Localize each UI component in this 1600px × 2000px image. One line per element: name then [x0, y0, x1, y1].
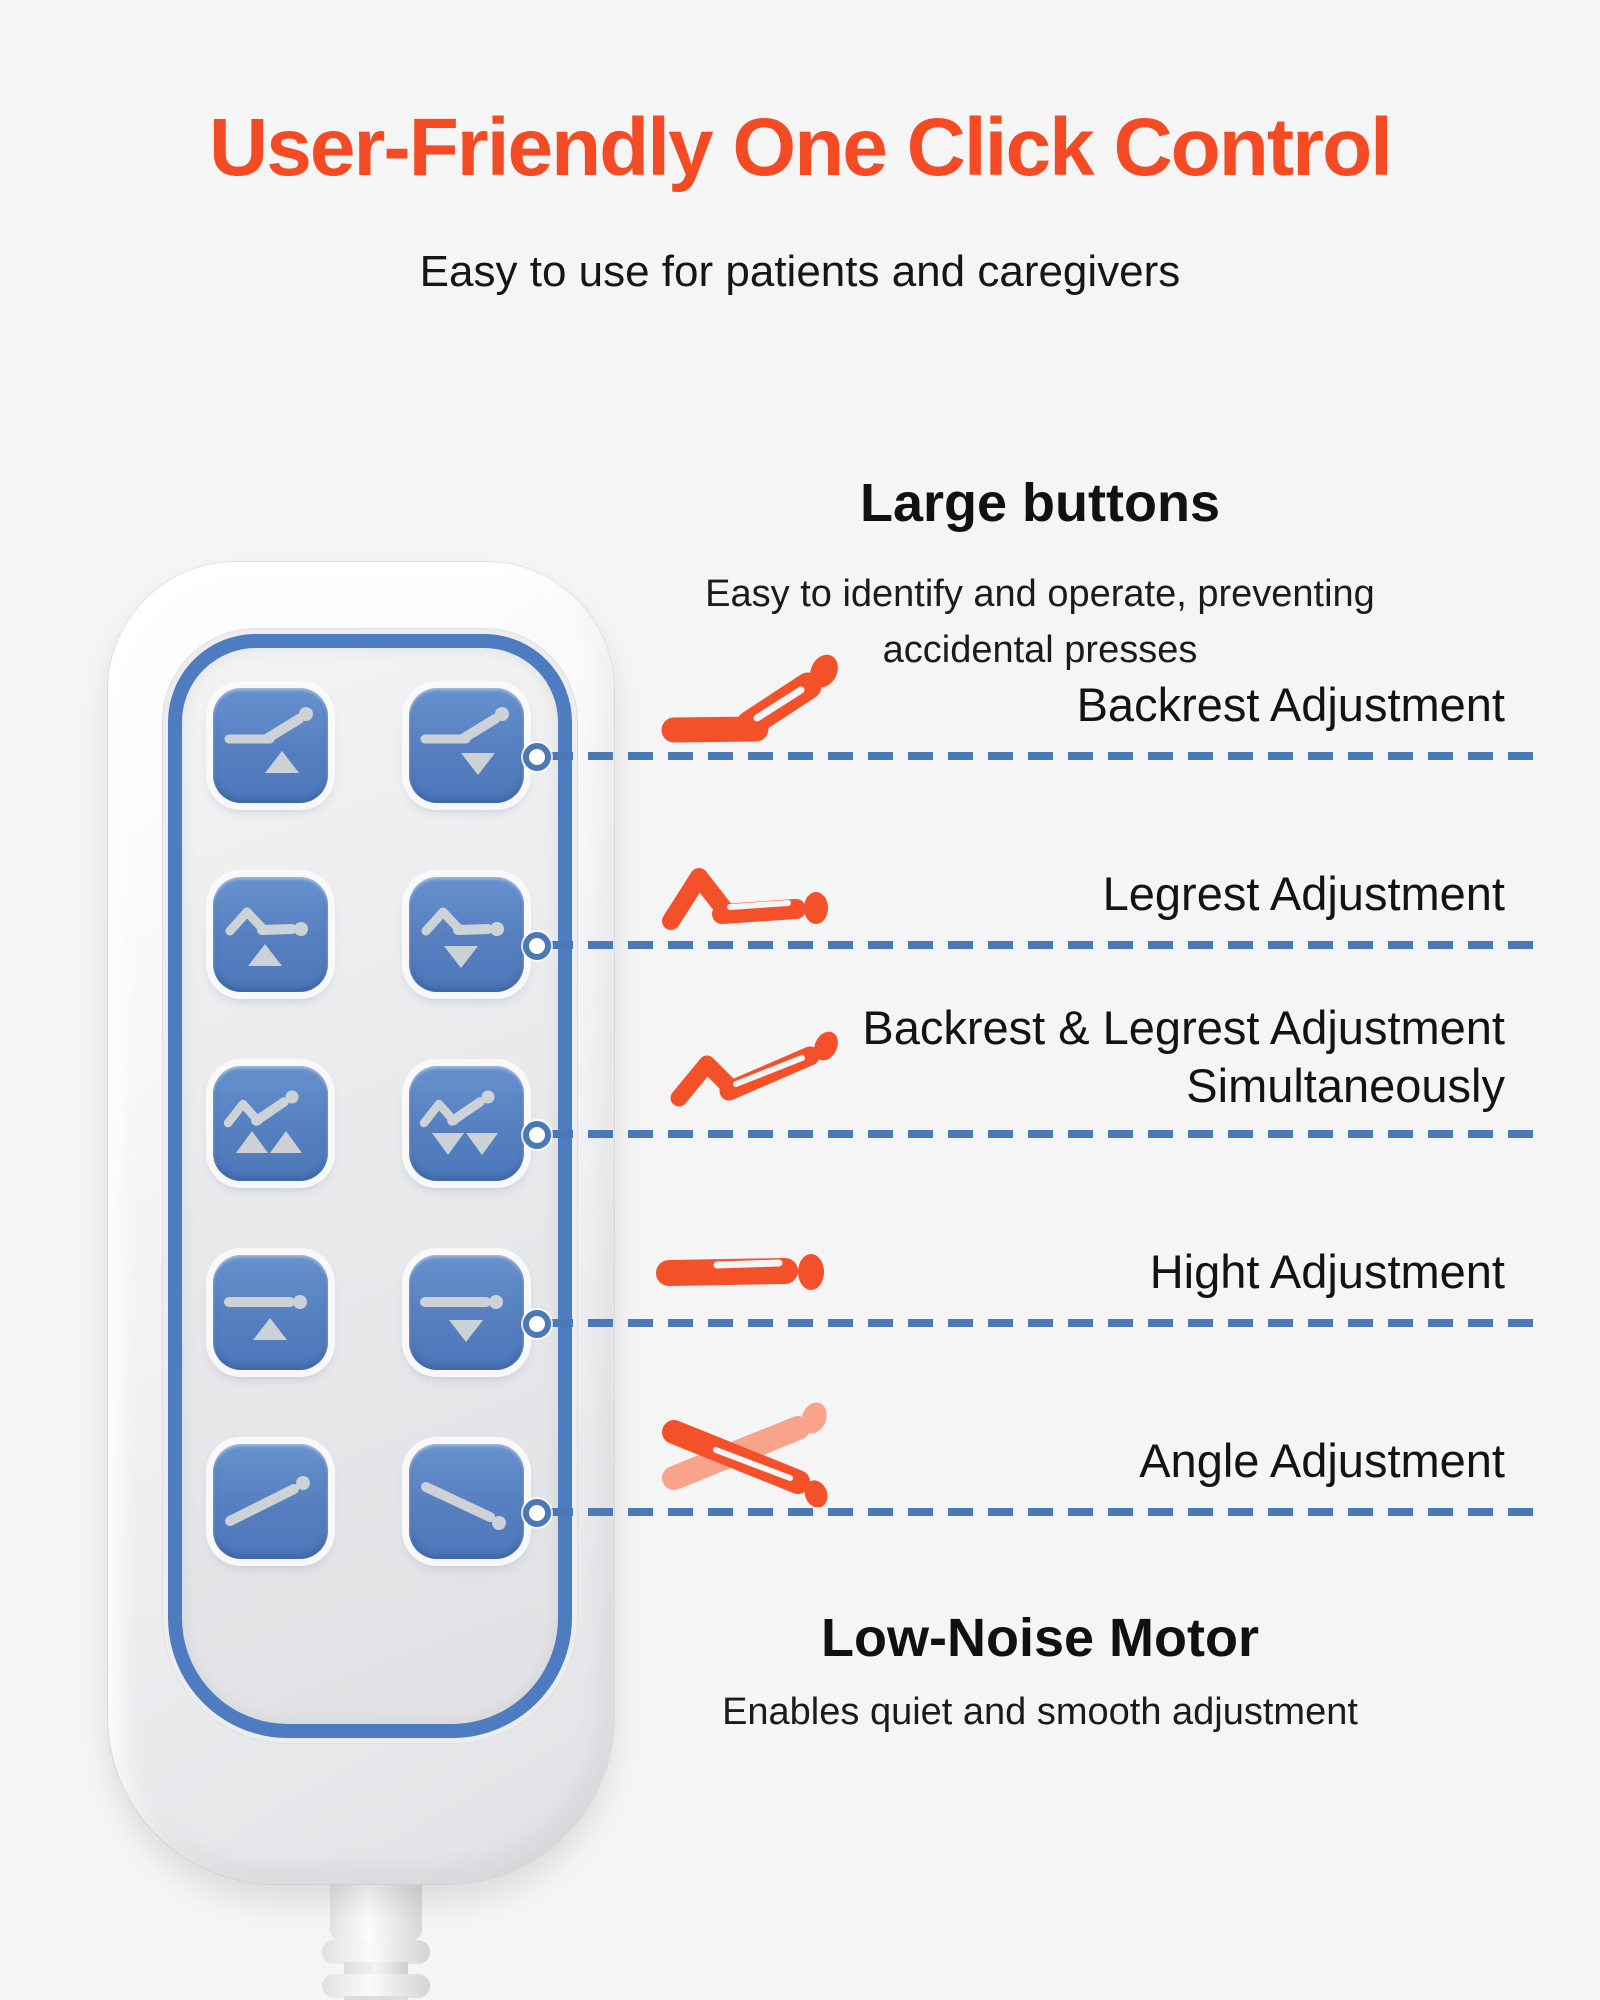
- large-buttons-description-line1: Easy to identify and operate, preventing: [705, 573, 1375, 615]
- cord-rib-groove: [344, 1996, 408, 2000]
- button-backrest-down[interactable]: [409, 688, 524, 803]
- feature-label-backrest: Backrest Adjustment: [1076, 678, 1505, 731]
- connector-dot-backrest: [523, 743, 551, 771]
- page-subtitle: Easy to use for patients and caregivers: [419, 247, 1181, 296]
- large-buttons-section: Large buttons: [640, 468, 1440, 538]
- legrest-up-icon: [225, 907, 308, 966]
- tilt-head-down-icon: [421, 1482, 506, 1530]
- height-down-icon: [420, 1295, 503, 1342]
- connector-dot-legrest: [523, 932, 551, 960]
- connector-line-backrest: [548, 752, 1533, 760]
- backrest-down-icon: [420, 707, 509, 775]
- flat-bed-figure-icon: [656, 1254, 824, 1290]
- button-tilt-head-up[interactable]: [213, 1444, 328, 1559]
- button-legrest-up[interactable]: [213, 877, 328, 992]
- backrest-legrest-up-icon: [223, 1090, 302, 1153]
- height-up-icon: [224, 1295, 307, 1340]
- connector-dot-height: [523, 1310, 551, 1338]
- cord-rib: [322, 1940, 430, 1964]
- large-buttons-description: Easy to identify and operate, preventing…: [640, 566, 1440, 678]
- large-buttons-heading: Large buttons: [860, 473, 1220, 533]
- low-noise-motor-heading: Low-Noise Motor: [821, 1608, 1259, 1668]
- large-buttons-description-line2: accidental presses: [882, 629, 1198, 671]
- feature-label-legrest: Legrest Adjustment: [1102, 867, 1505, 920]
- feature-label-backrest-legrest: Backrest & Legrest Adjustment Simultaneo…: [862, 1001, 1505, 1112]
- connector-line-angle: [548, 1508, 1533, 1516]
- button-legrest-down[interactable]: [409, 877, 524, 992]
- button-backrest-legrest-down[interactable]: [409, 1066, 524, 1181]
- backrest-legrest-down-icon: [419, 1090, 498, 1155]
- backrest-up-icon: [224, 707, 313, 773]
- backrest-legrest-raised-figure-icon: [670, 1031, 838, 1107]
- button-backrest-legrest-up[interactable]: [213, 1066, 328, 1181]
- tilt-head-up-icon: [225, 1476, 310, 1526]
- connector-line-legrest: [548, 941, 1533, 949]
- legrest-raised-figure-icon: [662, 868, 828, 930]
- legrest-down-icon: [421, 907, 504, 968]
- feature-label-angle: Angle Adjustment: [1139, 1434, 1505, 1487]
- cord-rib: [322, 1974, 430, 1998]
- cord-rib-groove: [344, 1962, 408, 1976]
- low-noise-motor-description: Enables quiet and smooth adjustment: [722, 1691, 1358, 1733]
- low-noise-motor-section: Low-Noise Motor: [640, 1603, 1440, 1673]
- button-height-down[interactable]: [409, 1255, 524, 1370]
- connector-line-backrest-legrest: [548, 1130, 1533, 1138]
- button-backrest-up[interactable]: [213, 688, 328, 803]
- button-tilt-head-down[interactable]: [409, 1444, 524, 1559]
- button-height-up[interactable]: [213, 1255, 328, 1370]
- connector-line-height: [548, 1319, 1533, 1327]
- connector-dot-angle: [523, 1499, 551, 1527]
- backrest-raised-figure-icon: [661, 654, 838, 743]
- feature-label-height: Hight Adjustment: [1149, 1245, 1505, 1298]
- tilt-bed-crossed-figure-icon: [662, 1402, 828, 1507]
- connector-dot-backrest-legrest: [523, 1121, 551, 1149]
- page-title: User-Friendly One Click Control: [209, 102, 1393, 193]
